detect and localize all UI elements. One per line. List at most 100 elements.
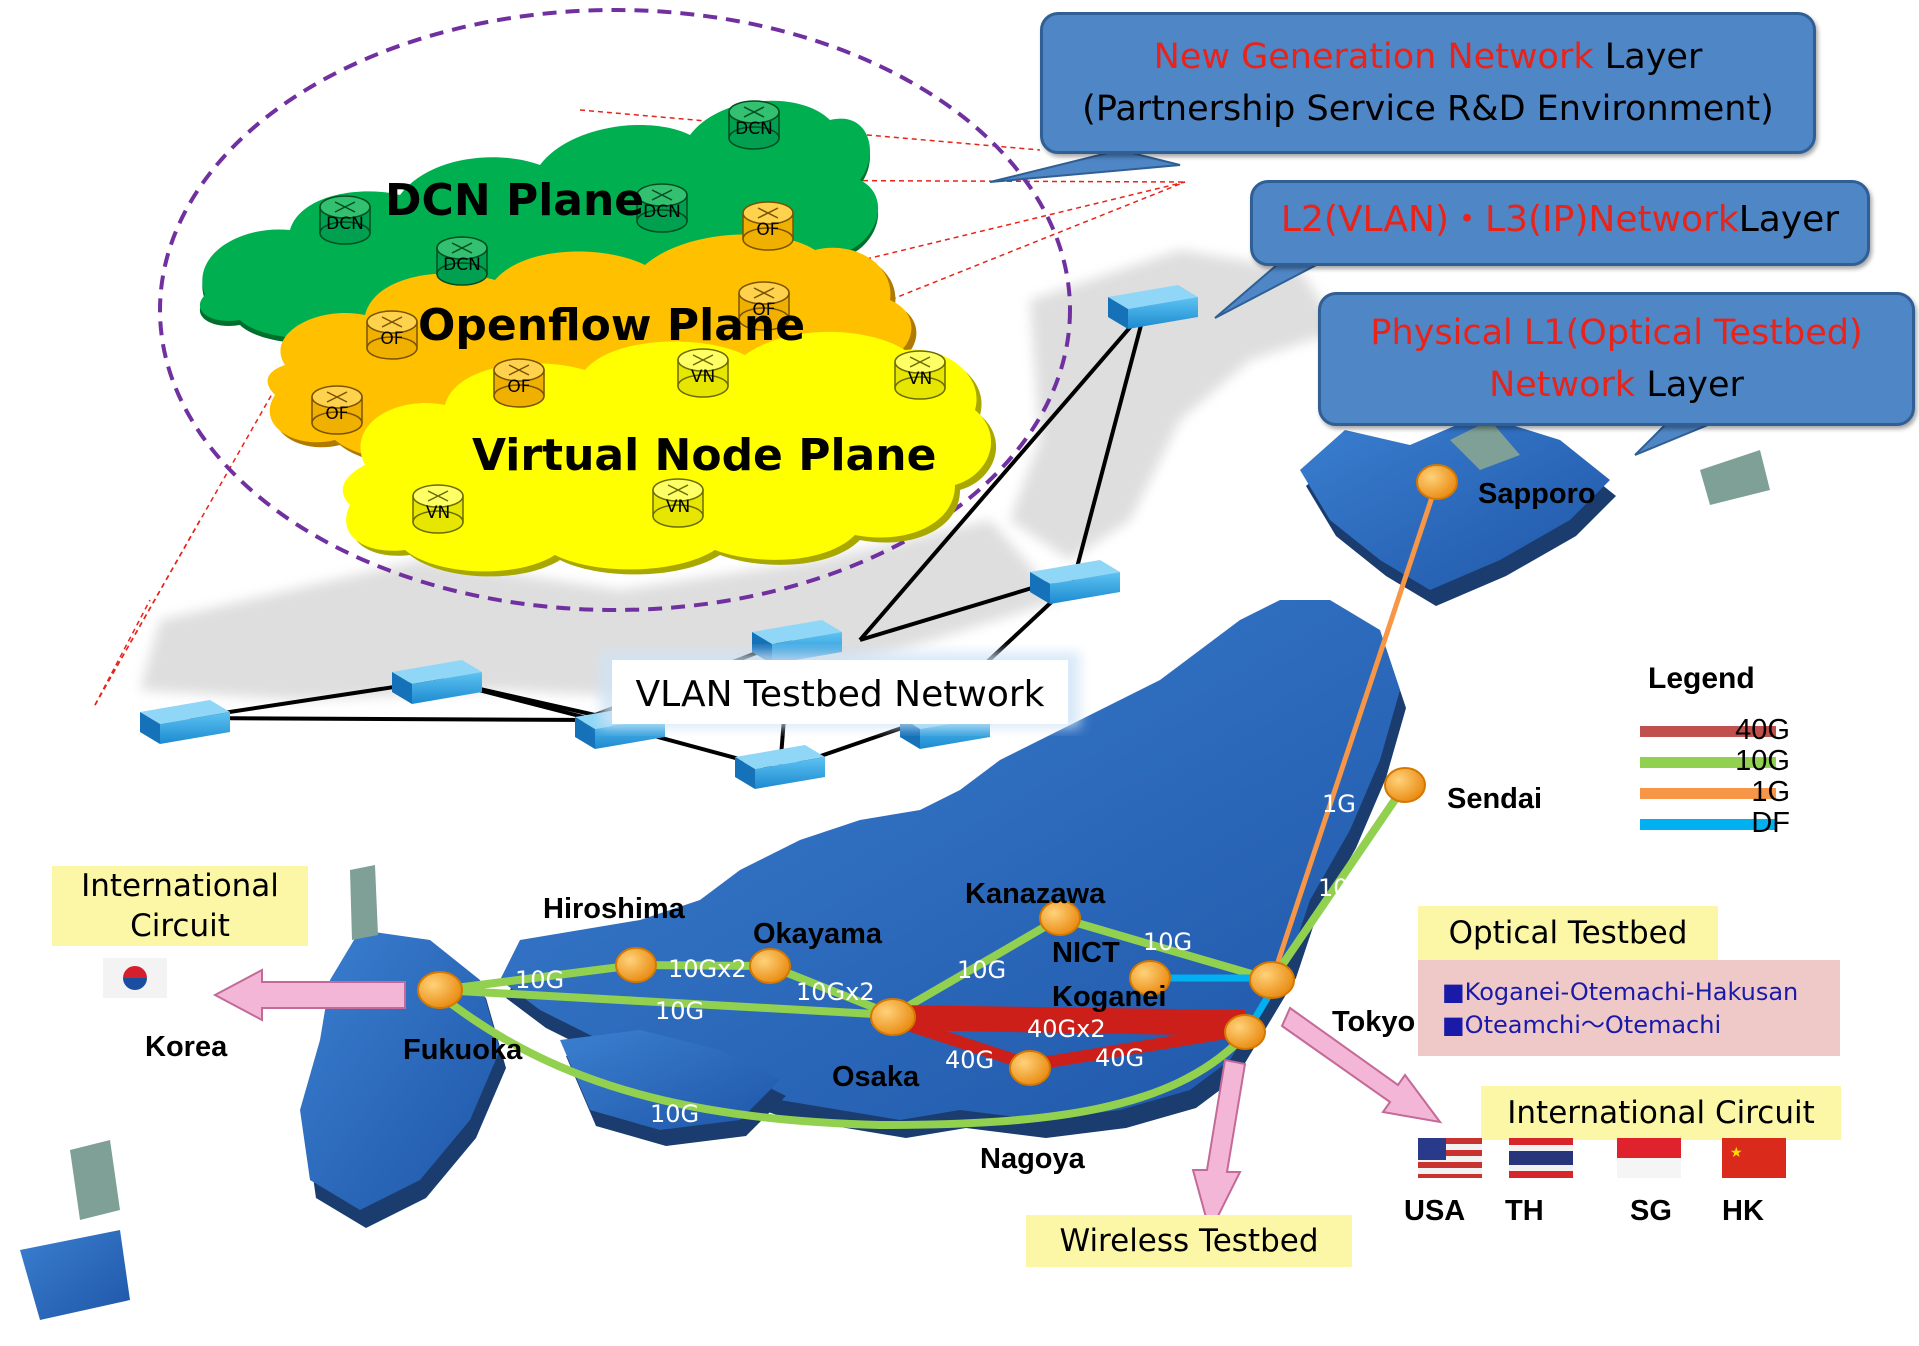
switch-icon xyxy=(392,660,482,704)
korea-flag-icon xyxy=(103,958,167,998)
optical-testbed-title: Optical Testbed xyxy=(1418,906,1718,960)
node-osaka xyxy=(870,998,916,1036)
router-nodes: DCN DCN DCN DCN OF xyxy=(311,100,946,534)
link-osaka-nagoya xyxy=(887,1014,1036,1071)
svg-text:VN: VN xyxy=(691,367,715,387)
city-label-okayama: Okayama xyxy=(753,918,882,950)
legend-label-1g: 1G xyxy=(1751,776,1790,808)
link-fukuoka-hiroshima xyxy=(436,961,640,994)
svg-text:OF: OF xyxy=(325,404,348,424)
node-okayama xyxy=(749,948,791,984)
hongkong-flag-icon: ★ xyxy=(1722,1138,1786,1178)
arrow-to-korea xyxy=(212,968,406,1022)
router-icon-of: OF xyxy=(493,358,545,408)
svg-text:DCN: DCN xyxy=(735,119,773,139)
node-koganei xyxy=(1129,960,1171,996)
switch-icon xyxy=(1108,285,1198,329)
label-fukuoka-hiroshima: 10G xyxy=(515,966,564,994)
router-icon-of: OF xyxy=(366,310,418,360)
link-nagoya-tokyo xyxy=(1024,1024,1251,1071)
node-sendai xyxy=(1384,767,1426,803)
city-label-tokyo: Tokyo xyxy=(1332,1006,1416,1038)
city-label-fukuoka: Fukuoka xyxy=(403,1034,523,1066)
legend-label-10g: 10G xyxy=(1735,745,1790,777)
legend-item-10g: 10G xyxy=(1640,745,1820,779)
optical-testbed-list: ■Koganei-Otemachi-Hakusan ■Oteamchi～Otem… xyxy=(1418,960,1840,1056)
thailand-flag-icon xyxy=(1509,1138,1573,1178)
node-hiroshima xyxy=(615,947,657,983)
router-icon-vn: VN xyxy=(894,350,946,400)
svg-text:DCN: DCN xyxy=(326,214,364,234)
svg-text:VN: VN xyxy=(426,503,450,523)
city-label-nagoya: Nagoya xyxy=(980,1143,1085,1175)
city-label-korea: Korea xyxy=(145,1031,228,1063)
svg-text:OF: OF xyxy=(507,377,530,397)
optical-testbed-item-1: ■Koganei-Otemachi-Hakusan xyxy=(1442,978,1799,1006)
international-left-line1: International xyxy=(81,868,279,904)
legend-item-40g: 40G xyxy=(1640,714,1820,748)
node-fukuoka xyxy=(417,971,463,1009)
plane-titles: DCN Plane Openflow Plane Virtual Node Pl… xyxy=(385,175,936,481)
node-sapporo xyxy=(1416,464,1458,500)
callout-ngn-line1: New Generation Network Layer xyxy=(1043,31,1813,83)
callout-ngn-layer: New Generation Network Layer (Partnershi… xyxy=(1040,12,1816,154)
legend-item-1g: 1G xyxy=(1640,776,1820,810)
svg-text:OF: OF xyxy=(380,329,403,349)
callout-l1-black2: Layer xyxy=(1635,365,1744,405)
city-label-sendai: Sendai xyxy=(1447,783,1543,815)
router-icon-vn: VN xyxy=(677,348,729,398)
label-sendai-tokyo: 10G xyxy=(1318,874,1367,902)
link-hiroshima-okayama xyxy=(632,961,774,970)
router-icon-vn: VN xyxy=(652,478,704,528)
router-icon-dcn: DCN xyxy=(319,195,371,245)
svg-text:OF: OF xyxy=(752,300,775,320)
virtual-node-plane-title: Virtual Node Plane xyxy=(472,430,936,481)
link-fukuoka-tokyo xyxy=(436,991,1244,1130)
label-nagoya-tokyo: 40G xyxy=(1095,1044,1144,1072)
city-label-kanazawa: Kanazawa xyxy=(965,878,1106,910)
router-icon-dcn: DCN xyxy=(436,236,488,286)
label-fukuoka-osaka: 10G xyxy=(655,997,704,1025)
arrow-to-wireless xyxy=(1191,1058,1247,1235)
label-hiroshima-okayama: 10Gx2 xyxy=(668,955,747,983)
openflow-plane-title: Openflow Plane xyxy=(418,300,805,351)
callout-l1-line2: Network Layer xyxy=(1321,359,1912,411)
svg-text:VN: VN xyxy=(908,369,932,389)
city-label-osaka: Osaka xyxy=(832,1061,920,1093)
label-osaka-tokyo: 40Gx2 xyxy=(1027,1015,1106,1043)
vlan-label-box: VLAN Testbed Network xyxy=(600,652,1080,728)
dcn-plane-title: DCN Plane xyxy=(385,175,644,226)
label-osaka-nagoya: 40G xyxy=(945,1046,994,1074)
city-nodes xyxy=(417,464,1458,1086)
link-osaka-kanazawa xyxy=(889,914,1064,1019)
city-label-sapporo: Sapporo xyxy=(1478,478,1596,510)
optical-testbed-item-2: ■Oteamchi～Otemachi xyxy=(1442,1011,1722,1039)
international-left-line2: Circuit xyxy=(130,908,230,944)
honshu xyxy=(500,600,1400,1120)
wireless-testbed: Wireless Testbed xyxy=(1026,1215,1352,1267)
link-labels: 1G 10G 10G 10G 40Gx2 40G 40G 10Gx2 10Gx2… xyxy=(515,790,1367,1128)
link-kanazawa-tokyo xyxy=(1056,914,1276,984)
callout-ngn-black: Layer xyxy=(1593,37,1703,77)
country-label-usa: USA xyxy=(1404,1195,1466,1227)
international-circuit-right: International Circuit xyxy=(1481,1086,1841,1140)
label-okayama-osaka: 10Gx2 xyxy=(796,978,875,1006)
callout-l2l3-layer: L2(VLAN)・L3(IP)NetworkLayer xyxy=(1250,180,1870,266)
legend-item-df: DF xyxy=(1640,807,1820,841)
city-label-koganei: Koganei xyxy=(1052,981,1167,1013)
legend-label-40g: 40G xyxy=(1735,714,1790,746)
switch-icon xyxy=(140,700,230,744)
switch-icon xyxy=(1030,560,1120,604)
link-sapporo-tokyo xyxy=(1269,479,1440,983)
singapore-flag-icon xyxy=(1617,1138,1681,1178)
svg-text:DCN: DCN xyxy=(643,202,681,222)
kyushu xyxy=(300,930,500,1210)
label-fukuoka-tokyo: 10G xyxy=(650,1100,699,1128)
international-circuit-left: International Circuit xyxy=(52,866,308,946)
optical-links xyxy=(436,479,1440,1130)
country-label-hk: HK xyxy=(1722,1195,1764,1227)
hokkaido xyxy=(1300,415,1610,590)
switch-icon xyxy=(735,745,825,789)
callout-ngn-red: New Generation Network xyxy=(1153,37,1594,77)
